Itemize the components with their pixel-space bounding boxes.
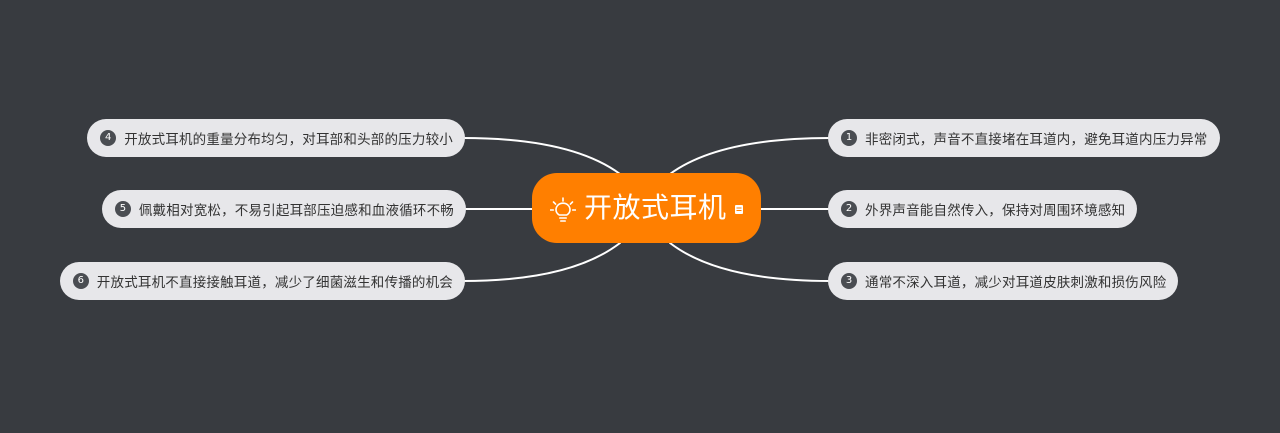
connector-topic-6 [462, 242, 621, 282]
topic-label: 佩戴相对宽松，不易引起耳部压迫感和血液循环不畅 [138, 203, 454, 219]
topic-number-badge: 6 [72, 273, 89, 289]
topic-label: 开放式耳机的重量分布均匀，对耳部和头部的压力较小 [124, 132, 453, 148]
central-topic[interactable]: 开放式耳机 [532, 173, 761, 243]
topic-2[interactable]: 2 外界声音能自然传入，保持对周围环境感知 [828, 190, 1138, 228]
topic-6[interactable]: 6 开放式耳机不直接接触耳道，减少了细菌滋生和传播的机会 [59, 262, 465, 300]
connector-topic-1 [669, 137, 831, 175]
topic-4[interactable]: 4 开放式耳机的重量分布均匀，对耳部和头部的压力较小 [87, 119, 465, 157]
topic-label: 非密闭式，声音不直接堵在耳道内，避免耳道内压力异常 [865, 132, 1208, 148]
topic-5[interactable]: 5 佩戴相对宽松，不易引起耳部压迫感和血液循环不畅 [101, 190, 466, 228]
connector-topic-4 [462, 137, 621, 175]
note-icon[interactable] [735, 205, 743, 214]
topic-label: 外界声音能自然传入，保持对周围环境感知 [865, 203, 1126, 219]
lightbulb-icon [550, 197, 576, 222]
topic-number-badge: 1 [841, 130, 857, 146]
topic-number-badge: 5 [114, 201, 131, 217]
topic-number-badge: 3 [841, 273, 857, 289]
topic-number-badge: 2 [841, 201, 857, 217]
topic-number-badge: 4 [100, 130, 117, 146]
topic-1[interactable]: 1 非密闭式，声音不直接堵在耳道内，避免耳道内压力异常 [828, 119, 1220, 157]
central-topic-title: 开放式耳机 [584, 191, 727, 224]
topic-label: 通常不深入耳道，减少对耳道皮肤刺激和损伤风险 [865, 275, 1167, 291]
topic-label: 开放式耳机不直接接触耳道，减少了细菌滋生和传播的机会 [96, 275, 453, 291]
topic-3[interactable]: 3 通常不深入耳道，减少对耳道皮肤刺激和损伤风险 [828, 262, 1179, 300]
connector-topic-3 [669, 242, 831, 282]
